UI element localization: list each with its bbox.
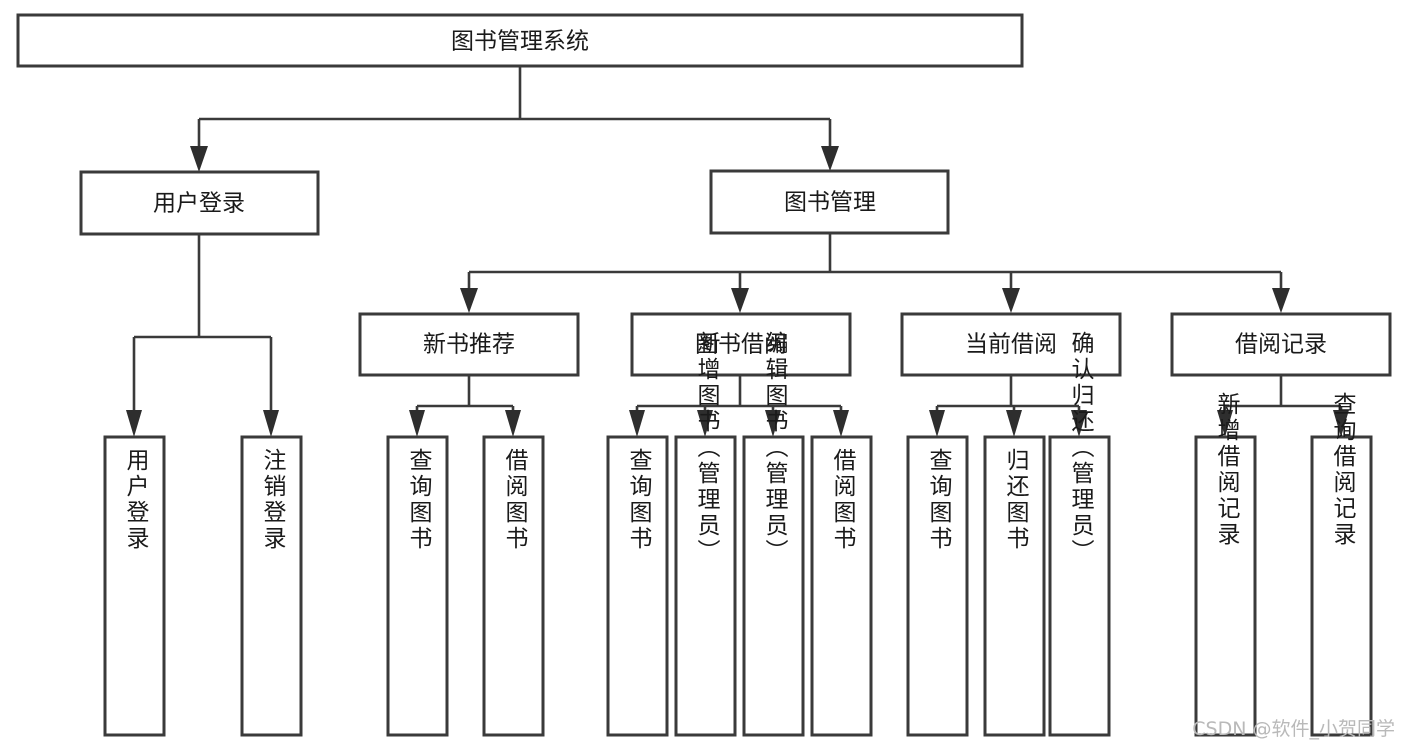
node-leaf-add-book-label: 新增图书（管理员） (693, 331, 721, 565)
node-leaf-query-book-2-label: 查询图书 (625, 448, 653, 552)
arrow-head-leaf-add-book (697, 410, 713, 437)
node-root-system[interactable]: 图书管理系统 (16, 13, 1024, 68)
node-book-management-label: 图书管理 (784, 190, 876, 216)
connector-group-book-management (460, 232, 1290, 313)
node-current-borrow[interactable]: 当前借阅 (900, 312, 1122, 377)
node-leaf-add-record-box[interactable] (1194, 435, 1257, 737)
node-leaf-query-book-1[interactable]: 查询图书 (386, 435, 449, 737)
node-leaf-edit-book[interactable]: 编辑图书（管理员） (742, 331, 805, 737)
node-leaf-add-book-box[interactable] (674, 435, 737, 737)
arrow-head-leaf-query-book-3 (929, 410, 945, 437)
arrow-head-new-book-recommend (460, 288, 478, 313)
arrow-head-leaf-user-login (126, 410, 142, 437)
arrow-head-book-management (821, 146, 839, 171)
connector-group-user-login (126, 234, 279, 437)
arrow-head-leaf-borrow-book-1 (505, 410, 521, 437)
node-borrow-record[interactable]: 借阅记录 (1170, 312, 1392, 377)
node-book-borrow-box[interactable] (630, 312, 852, 377)
node-leaf-return-book[interactable]: 归还图书 (983, 435, 1046, 737)
node-leaf-add-book[interactable]: 新增图书（管理员） (674, 331, 737, 737)
node-leaf-edit-book-box[interactable] (742, 435, 805, 737)
node-leaf-borrow-book-1[interactable]: 借阅图书 (482, 435, 545, 737)
node-book-borrow[interactable]: 图书借阅 (630, 312, 852, 377)
node-leaf-query-record-box[interactable] (1310, 435, 1373, 737)
connector-group-new-book-recommend (409, 375, 521, 437)
arrow-head-leaf-query-book-1 (409, 410, 425, 437)
node-leaf-user-login-label: 用户登录 (122, 448, 150, 552)
node-leaf-query-record-label: 查询借阅记录 (1329, 392, 1357, 548)
node-leaf-borrow-book-2[interactable]: 借阅图书 (810, 435, 873, 737)
node-new-book-recommend-box[interactable] (358, 312, 580, 377)
node-book-borrow-label: 图书借阅 (695, 332, 787, 358)
connector-group-book-borrow (629, 375, 849, 437)
node-root-system-box[interactable] (16, 13, 1024, 68)
arrow-head-leaf-query-book-2 (629, 410, 645, 437)
node-current-borrow-box[interactable] (900, 312, 1122, 377)
node-leaf-query-book-1-box[interactable] (386, 435, 449, 737)
arrow-head-leaf-query-record (1333, 410, 1349, 437)
node-leaf-logout-login[interactable]: 注销登录 (240, 435, 303, 737)
node-leaf-query-book-3-label: 查询图书 (925, 448, 953, 552)
node-new-book-recommend[interactable]: 新书推荐 (358, 312, 580, 377)
arrow-head-leaf-add-record (1217, 410, 1233, 437)
node-leaf-confirm-return-label: 确认归还（管理员） (1067, 331, 1095, 565)
node-leaf-borrow-book-2-label: 借阅图书 (829, 448, 857, 552)
node-leaf-edit-book-label: 编辑图书（管理员） (761, 331, 789, 565)
node-leaf-return-book-box[interactable] (983, 435, 1046, 737)
arrow-head-leaf-logout-login (263, 410, 279, 437)
node-book-management-box[interactable] (709, 169, 950, 235)
node-leaf-query-book-3-box[interactable] (906, 435, 969, 737)
node-leaf-user-login[interactable]: 用户登录 (103, 435, 166, 737)
node-book-management[interactable]: 图书管理 (709, 169, 950, 235)
node-borrow-record-box[interactable] (1170, 312, 1392, 377)
node-leaf-add-record-label: 新增借阅记录 (1213, 392, 1241, 548)
arrow-head-leaf-borrow-book-2 (833, 410, 849, 437)
node-leaf-query-book-1-label: 查询图书 (405, 448, 433, 552)
watermark: CSDN @软件_小贺同学 (1192, 718, 1395, 740)
arrow-head-borrow-record (1272, 288, 1290, 313)
arrow-head-current-borrow (1002, 288, 1020, 313)
node-user-login[interactable]: 用户登录 (79, 170, 320, 236)
node-user-login-label: 用户登录 (153, 191, 245, 217)
arrow-head-leaf-confirm-return (1071, 410, 1087, 437)
node-leaf-logout-login-box[interactable] (240, 435, 303, 737)
arrow-head-leaf-return-book (1006, 410, 1022, 437)
node-leaf-confirm-return[interactable]: 确认归还（管理员） (1048, 331, 1111, 737)
node-root-system-label: 图书管理系统 (451, 29, 589, 55)
node-leaf-user-login-box[interactable] (103, 435, 166, 737)
node-leaf-query-book-2[interactable]: 查询图书 (606, 435, 669, 737)
arrow-head-book-borrow (731, 288, 749, 313)
node-leaf-logout-login-label: 注销登录 (259, 448, 287, 552)
node-leaf-query-record[interactable]: 查询借阅记录 (1310, 392, 1373, 737)
node-leaf-borrow-book-1-box[interactable] (482, 435, 545, 737)
node-borrow-record-label: 借阅记录 (1235, 332, 1327, 358)
connector-group-current-borrow (929, 375, 1087, 437)
node-leaf-borrow-book-1-label: 借阅图书 (501, 448, 529, 552)
node-leaf-return-book-label: 归还图书 (1002, 448, 1030, 552)
node-new-book-recommend-label: 新书推荐 (423, 332, 515, 358)
node-leaf-query-book-2-box[interactable] (606, 435, 669, 737)
arrow-head-leaf-edit-book (765, 410, 781, 437)
arrow-head-user-login (190, 146, 208, 172)
node-current-borrow-label: 当前借阅 (965, 332, 1057, 358)
node-leaf-confirm-return-box[interactable] (1048, 435, 1111, 737)
node-user-login-box[interactable] (79, 170, 320, 236)
node-leaf-add-record[interactable]: 新增借阅记录 (1194, 392, 1257, 737)
node-leaf-borrow-book-2-box[interactable] (810, 435, 873, 737)
connector-group-root (190, 66, 839, 172)
connector-group-borrow-record (1217, 375, 1349, 437)
node-leaf-query-book-3[interactable]: 查询图书 (906, 435, 969, 737)
